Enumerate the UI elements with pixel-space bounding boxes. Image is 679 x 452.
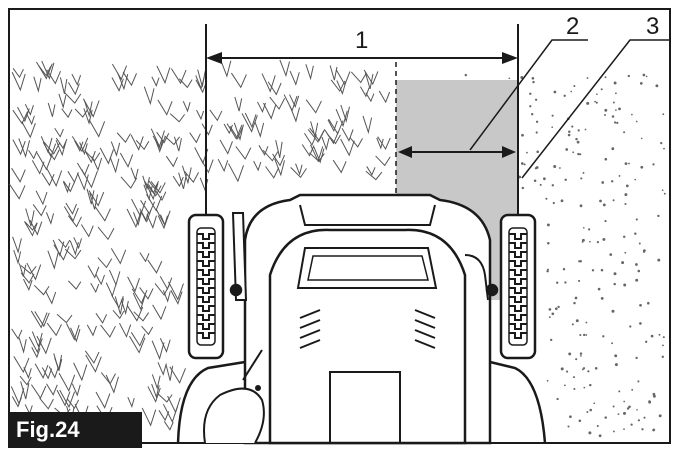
callout-3-label: 3 [646,13,659,40]
callout-2-label: 2 [566,13,579,40]
callout-1-label: 1 [355,27,368,54]
right-wheel [501,215,535,358]
left-wheel [189,215,223,358]
figure-label: Fig.24 [8,412,142,448]
